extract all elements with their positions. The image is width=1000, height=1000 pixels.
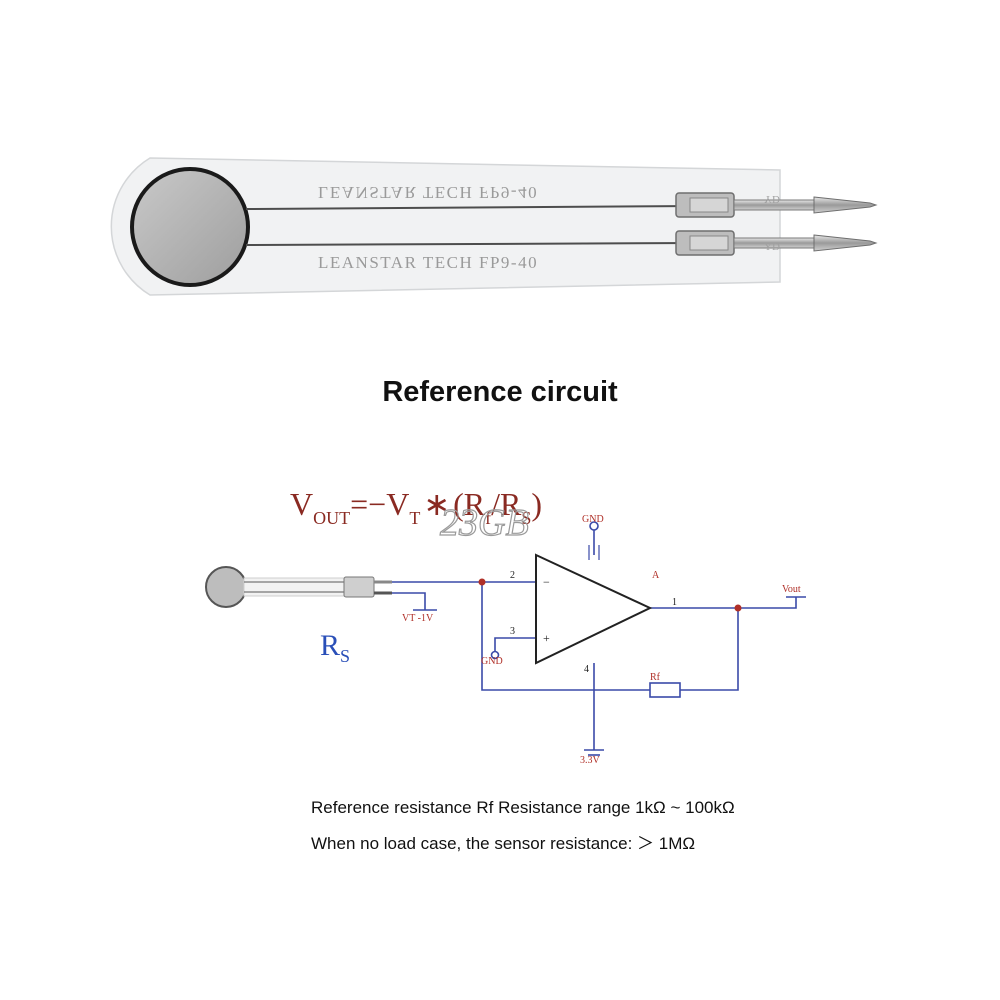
- formula-slash: /R: [491, 486, 522, 522]
- formula-t-subscript: T: [409, 508, 420, 528]
- resistance-range-note: Reference resistance Rf Resistance range…: [311, 798, 735, 817]
- formula-multiply: ∗: [423, 486, 450, 522]
- formula-s-subscript: S: [521, 508, 531, 528]
- formula-close: ): [531, 486, 542, 522]
- pin-1-label: 1: [672, 597, 677, 608]
- rs-label: RS: [320, 629, 350, 666]
- sensor-pad: [130, 167, 250, 287]
- circuit-junctions: [478, 578, 742, 612]
- sensor-symbol-connector: [343, 576, 375, 598]
- formula-out-subscript: OUT: [313, 508, 350, 528]
- amp-label: A: [652, 570, 660, 581]
- vout-label: Vout: [782, 584, 801, 595]
- sensor-film: [110, 157, 781, 296]
- noninverting-input-sign: +: [543, 631, 550, 645]
- gnd-bottom-label: GND: [481, 656, 503, 667]
- sensor-print: LEANSTAR TECH FP9-40: [318, 253, 538, 272]
- pin-2-label: 2: [510, 570, 515, 581]
- sensor-connector-top: YD: [675, 192, 878, 218]
- sensor-trace-top: [245, 205, 701, 210]
- wire-output: [650, 597, 797, 609]
- no-load-resistance-note: When no load case, the sensor resistance…: [311, 834, 696, 853]
- formula: VOUT=−VT∗(Rf/RS): [290, 486, 542, 528]
- op-amp-triangle: [535, 553, 653, 665]
- sensor-print-mirrored: LEANSTAR TECH FP9-40: [318, 183, 538, 202]
- force-sensor-photo: LEANSTAR TECH FP9-40 LEANSTAR TECH FP9-4…: [110, 157, 878, 296]
- formula-v: V: [290, 486, 313, 522]
- inverting-input-sign: −: [543, 575, 550, 589]
- wire-vt: [392, 592, 426, 610]
- rf-resistor: [649, 682, 681, 698]
- sensor-symbol-pad: [205, 566, 247, 608]
- formula-open: (R: [453, 486, 486, 522]
- sensor-symbol: [205, 566, 392, 608]
- watermark: 23GB: [440, 502, 529, 544]
- sensor-trace-bottom: [245, 242, 701, 246]
- section-heading: Reference circuit: [382, 376, 618, 408]
- connector-mark-bottom: YD: [764, 241, 780, 253]
- sensor-connector-bottom: YD: [675, 230, 878, 256]
- rf-label: Rf: [650, 672, 661, 683]
- vt-label: VT -1V: [402, 613, 434, 624]
- circuit-symbols: [413, 521, 806, 756]
- gnd-top-label: GND: [582, 514, 604, 525]
- pin-3-label: 3: [510, 626, 515, 637]
- formula-equals: =−V: [350, 486, 409, 522]
- pin-4-label: 4: [584, 664, 589, 675]
- circuit-wires: [392, 530, 797, 750]
- wire-feedback-right: [680, 608, 739, 691]
- formula-f-subscript: f: [485, 508, 491, 528]
- wire-noninverting: [494, 637, 536, 652]
- connector-mark-top: YD: [764, 193, 780, 205]
- supply-label: 3.3V: [580, 755, 601, 766]
